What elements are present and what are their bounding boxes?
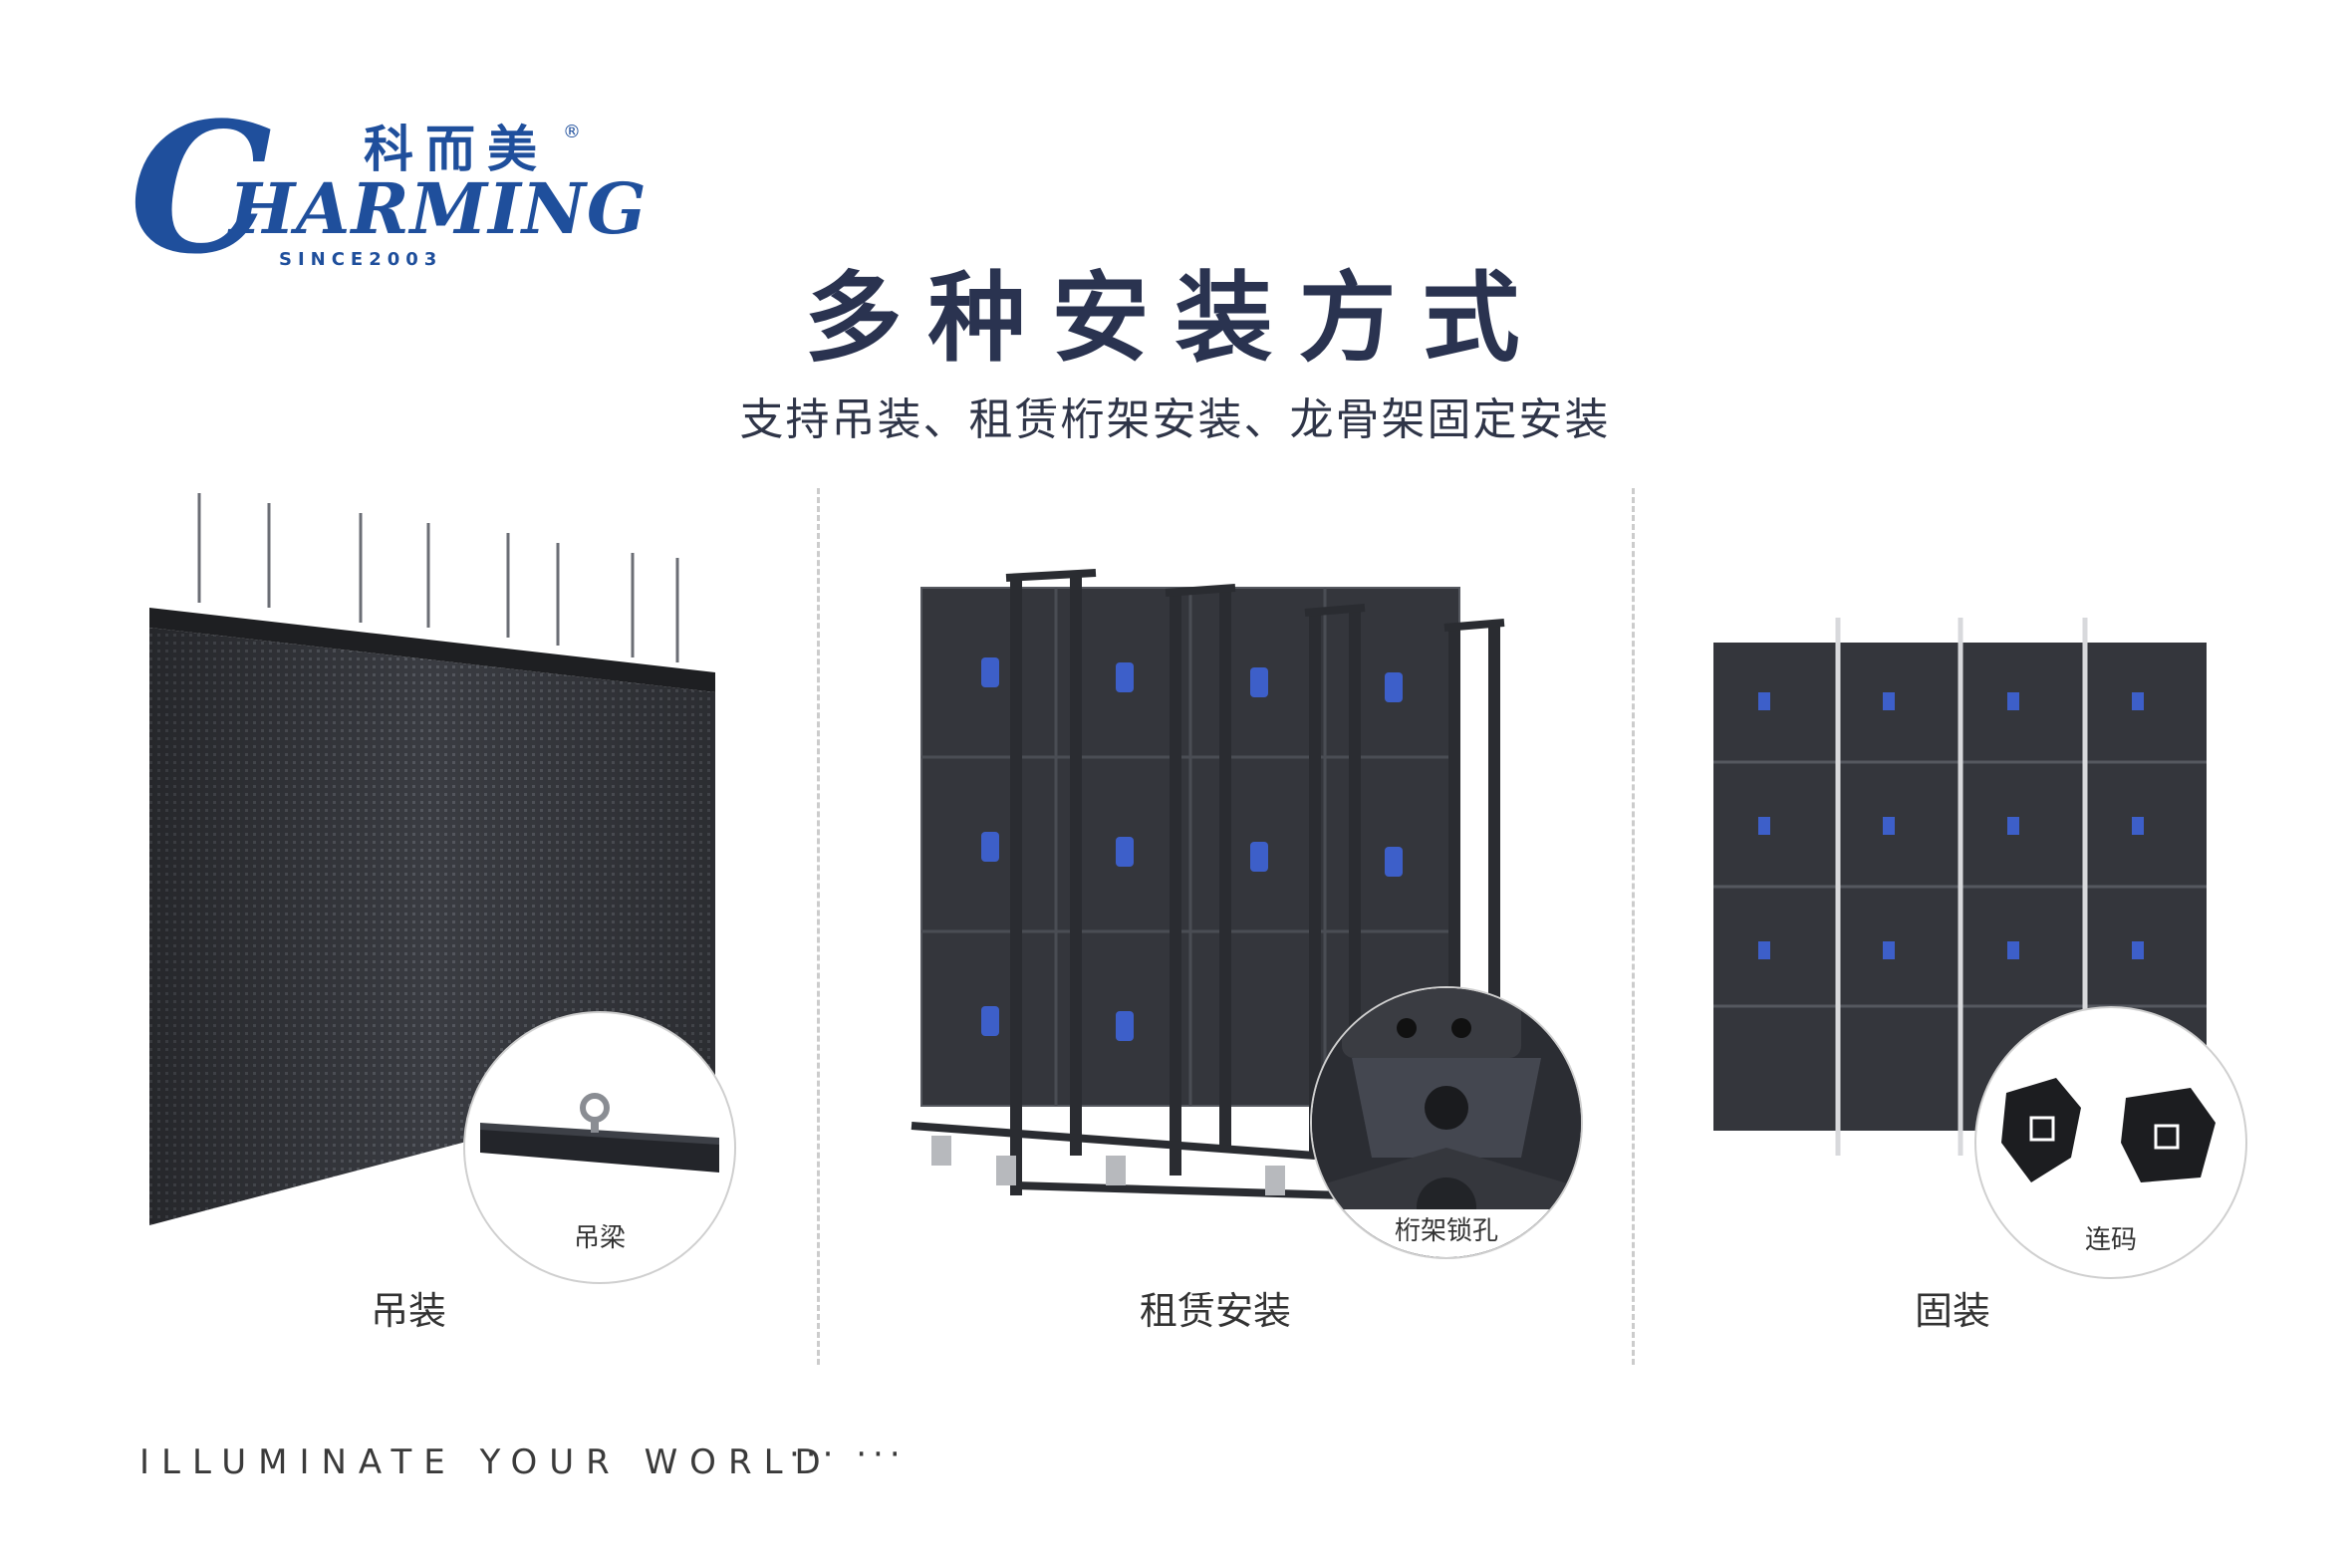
hanging-install-caption: 吊装 [370,1289,446,1333]
footer-dots: ··· ··· [789,1435,907,1474]
page-subtitle: 支持吊装、租赁桁架安装、龙骨架固定安装 [739,394,1611,445]
connector-plate-detail: 连码 [1974,1006,2247,1279]
hanging-beam-image [480,1093,719,1173]
footer-slogan: ILLUMINATE YOUR WORLD [139,1442,833,1482]
logo-chinese-name: 科而美 [364,121,549,178]
hanging-beam-label: 吊梁 [573,1223,626,1253]
rental-install-caption: 租赁安装 [1139,1289,1291,1333]
fixed-install-caption: 固装 [1914,1289,1990,1333]
column-divider [1632,488,1635,1365]
brand-logo: C 科而美 ® HARMING SINCE2003 [130,100,647,279]
truss-lock-label: 桁架锁孔 [1312,1209,1581,1257]
connector-plate-label: 连码 [2084,1225,2137,1255]
registered-mark: ® [563,122,581,142]
column-divider [817,488,820,1365]
rental-install-panel: 桁架锁孔 租赁安装 [897,558,1614,1333]
logo-brand-name: HARMING [229,167,648,250]
logo-since: SINCE2003 [279,249,443,270]
hanging-install-panel: 吊梁 吊装 [139,488,757,1333]
truss-lock-detail: 桁架锁孔 [1310,986,1583,1259]
page-title: 多种安装方式 [804,262,1546,376]
logo-letter-c: C [130,84,273,294]
hanging-beam-detail: 吊梁 [463,1011,736,1284]
connector-plate-image [2001,1078,2216,1182]
fixed-install-panel: 连码 固装 [1703,608,2247,1333]
